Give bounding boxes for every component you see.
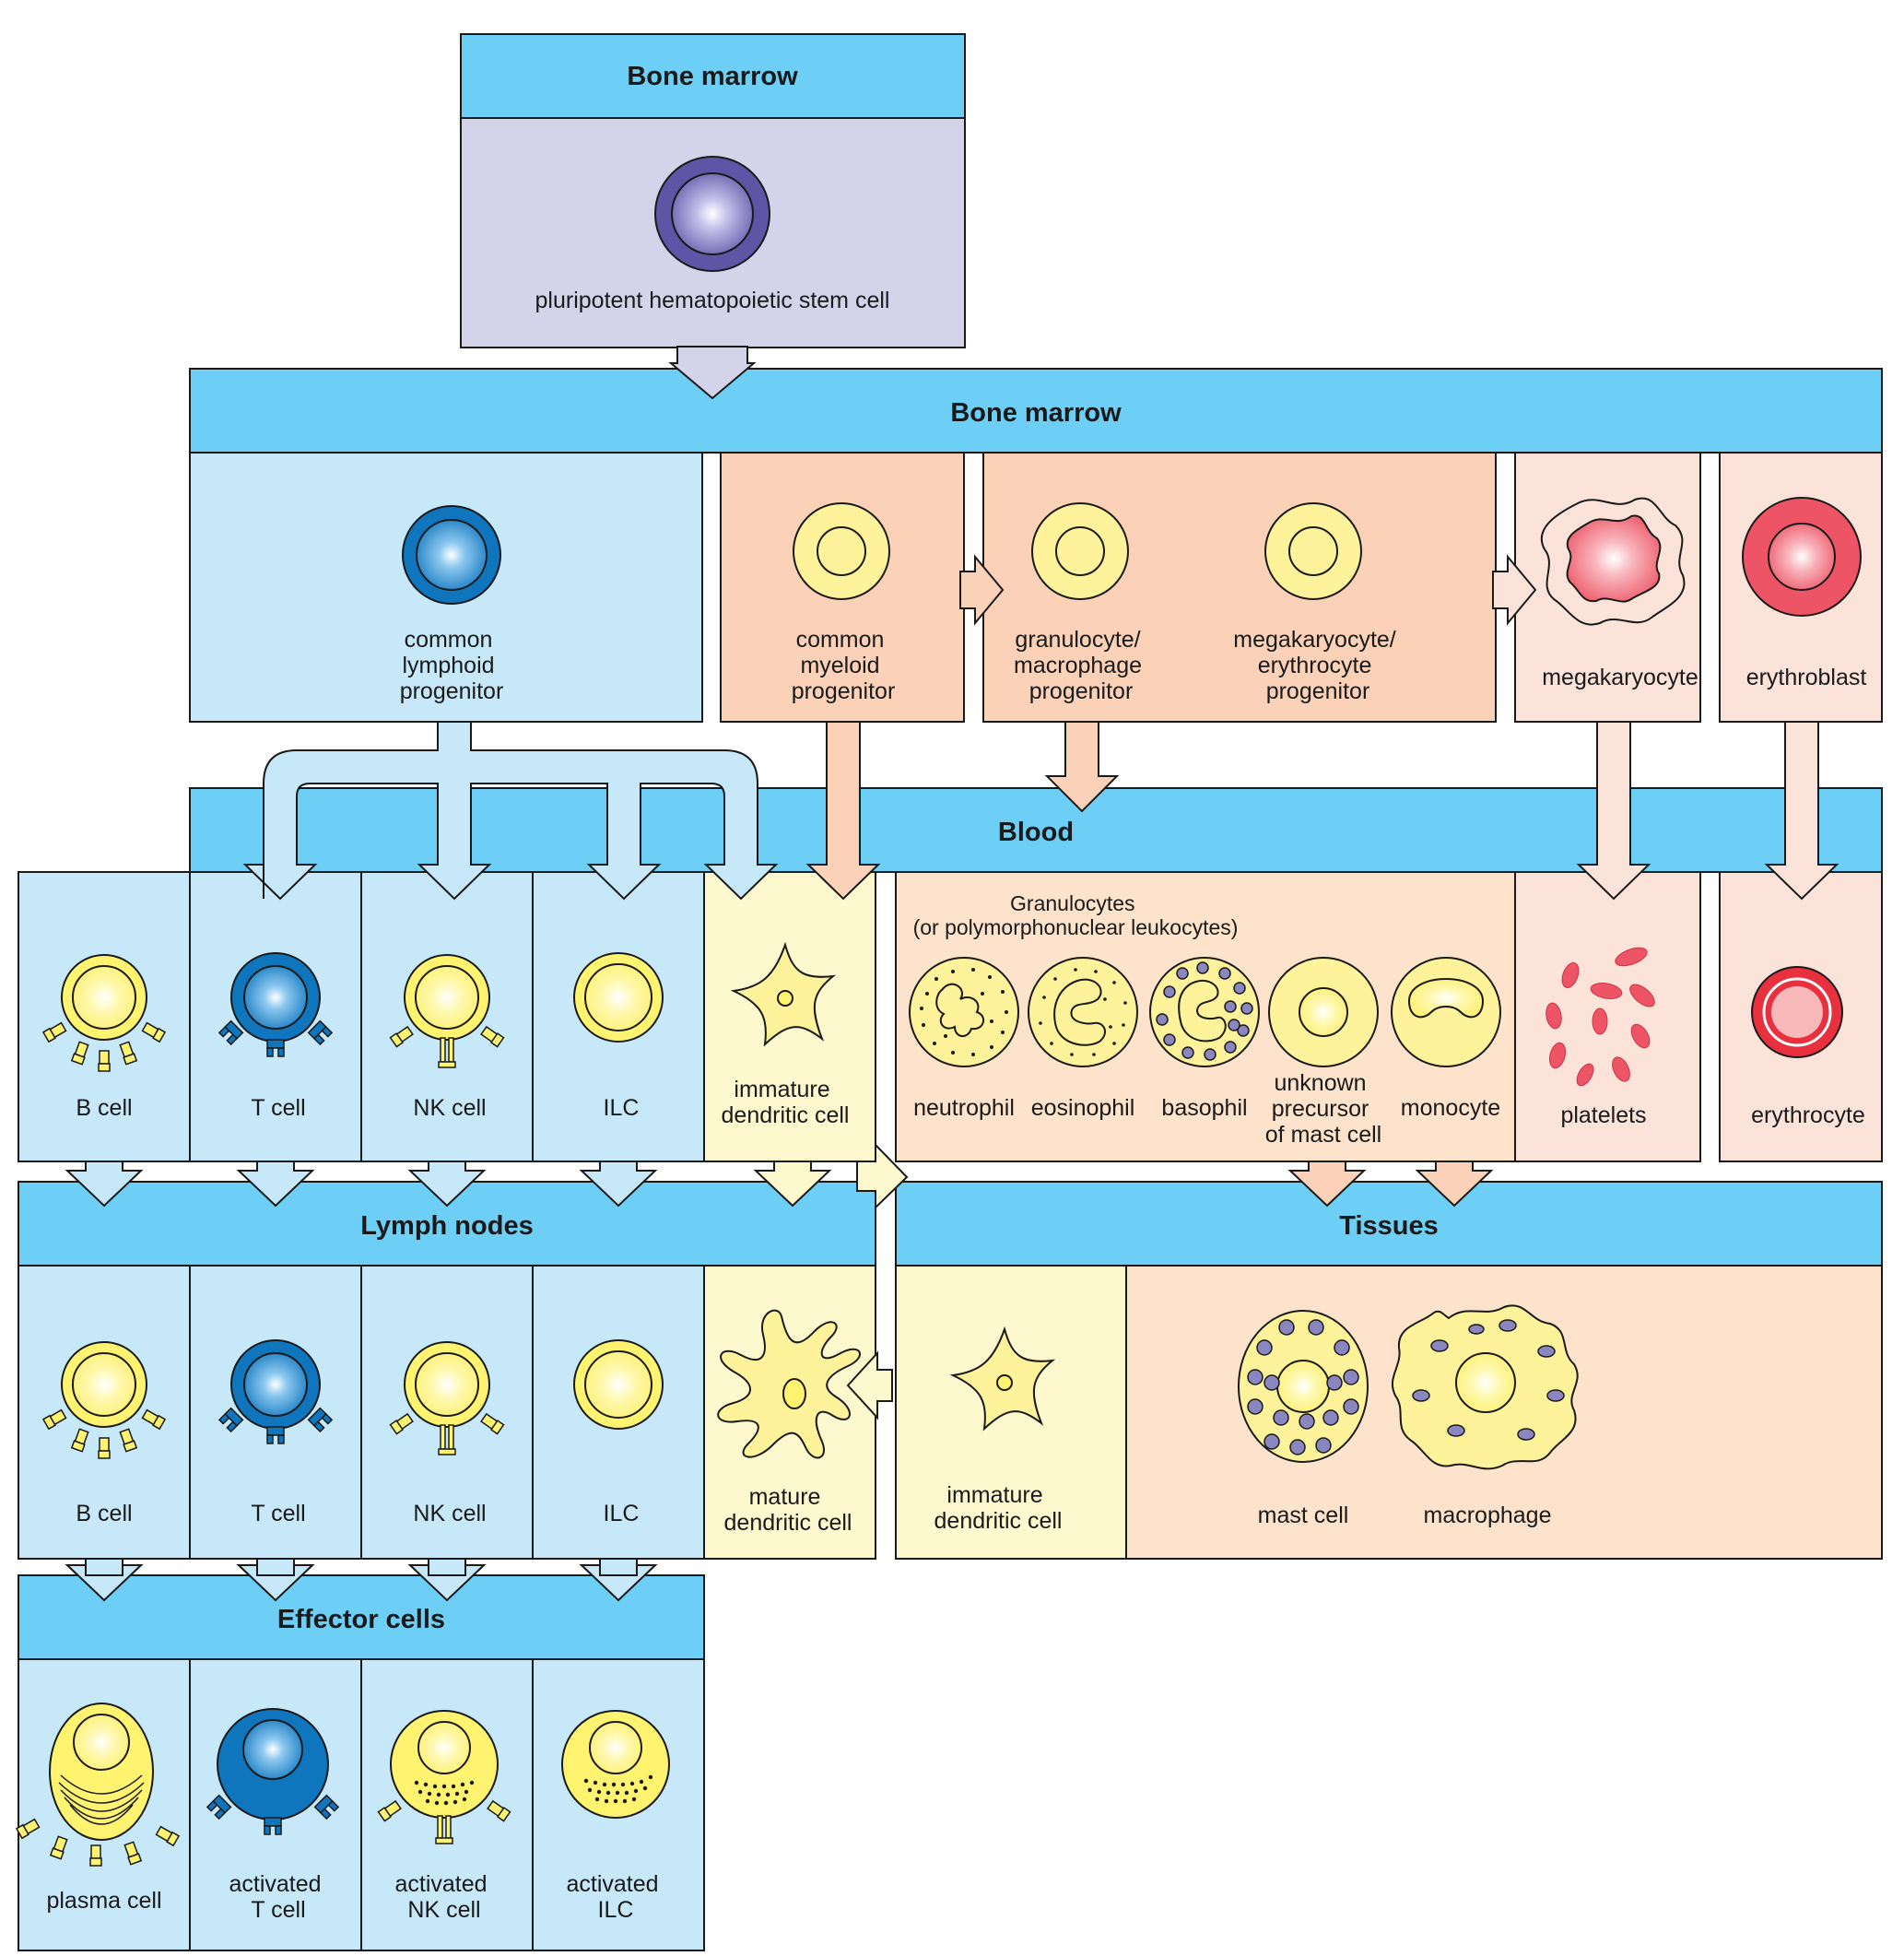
arrow-mast-precursor-to-tissue xyxy=(1287,1161,1367,1208)
effector-cells-title: Effector cells xyxy=(277,1605,445,1634)
mature-dc-icon xyxy=(717,1309,861,1459)
lymph-ilc-icon xyxy=(573,1339,664,1430)
activated-t-cell-icon xyxy=(206,1708,339,1835)
lymph-b-cell-label: B cell xyxy=(76,1501,132,1526)
bone-marrow-main-title: Bone marrow xyxy=(950,398,1122,428)
lymphoid-progenitor-icon xyxy=(402,505,501,605)
arrows-blood-to-lymph xyxy=(65,1161,658,1208)
plasma-cell-label: plasma cell xyxy=(46,1888,161,1914)
tissue-immature-dc-label: immature dendritic cell xyxy=(934,1482,1063,1534)
arrow-erythroblast-to-erythrocyte xyxy=(1764,721,1839,901)
megakaryocyte-icon xyxy=(1540,497,1686,626)
macrophage-icon xyxy=(1391,1304,1579,1470)
activated-t-cell-label: activated T cell xyxy=(229,1871,327,1923)
activated-nk-cell-label: activated NK cell xyxy=(394,1871,493,1923)
arrow-myeloid-to-dendritic xyxy=(805,721,881,901)
blood-nk-cell-label: NK cell xyxy=(413,1095,486,1121)
tissues-header xyxy=(895,1181,1883,1267)
monocyte-icon xyxy=(1391,957,1501,1067)
mast-cell-icon xyxy=(1238,1310,1369,1463)
arrow-dc-blood-to-lymph xyxy=(753,1161,832,1208)
effector-cells-header xyxy=(18,1574,705,1660)
activated-nk-cell-icon xyxy=(377,1710,511,1844)
activated-ilc-icon xyxy=(561,1710,670,1819)
mast-cell-label: mast cell xyxy=(1258,1502,1349,1528)
blood-ilc-icon xyxy=(573,952,664,1043)
lymph-t-cell-label: T cell xyxy=(251,1501,305,1526)
lymph-ilc-label: ILC xyxy=(604,1501,640,1526)
arrow-tissue-dc-to-lymph xyxy=(846,1350,893,1420)
lymphoid-progenitor-label: common lymphoid progenitor xyxy=(400,627,504,704)
arrow-gm-to-blood xyxy=(1044,721,1120,813)
neutrophil-icon xyxy=(909,957,1019,1067)
blood-ilc-label: ILC xyxy=(604,1095,640,1121)
arrow-stem-to-marrow xyxy=(668,346,757,400)
gm-progenitor-icon xyxy=(1031,502,1129,600)
mast-precursor-icon xyxy=(1268,957,1379,1067)
basophil-label: basophil xyxy=(1161,1095,1247,1121)
platelets-icon xyxy=(1546,947,1655,1087)
basophil-icon xyxy=(1149,957,1260,1067)
platelets-label: platelets xyxy=(1560,1102,1646,1128)
arrow-monocyte-to-tissue xyxy=(1415,1161,1494,1208)
effector-arrow-tips xyxy=(65,1564,658,1602)
arrow-me-to-megakaryocyte xyxy=(1492,554,1537,626)
gm-progenitor-label: granulocyte/ macrophage progenitor xyxy=(1014,627,1148,704)
neutrophil-label: neutrophil xyxy=(913,1095,1015,1121)
blood-b-cell-label: B cell xyxy=(76,1095,132,1121)
bone-marrow-top-title: Bone marrow xyxy=(627,62,798,91)
activated-ilc-label: activated ILC xyxy=(566,1871,664,1923)
plasma-cell-icon xyxy=(16,1703,180,1867)
myeloid-progenitor-label: common myeloid progenitor xyxy=(792,627,896,704)
arrow-dc-blood-to-tissue xyxy=(856,1142,909,1210)
bone-marrow-top-header xyxy=(460,33,966,119)
tissues-title: Tissues xyxy=(1339,1211,1438,1241)
arrow-lymphoid-to-blood xyxy=(242,721,779,901)
arrow-myeloid-to-gm xyxy=(959,554,1005,626)
arrow-megakaryocyte-to-platelets xyxy=(1576,721,1651,901)
me-progenitor-label: megakaryocyte/ erythrocyte progenitor xyxy=(1233,627,1402,704)
macrophage-label: macrophage xyxy=(1424,1502,1552,1528)
monocyte-label: monocyte xyxy=(1401,1095,1500,1121)
eosinophil-icon xyxy=(1028,957,1138,1067)
lymph-nk-cell-label: NK cell xyxy=(413,1501,486,1526)
myeloid-progenitor-icon xyxy=(793,502,890,600)
granulocytes-title: Granulocytes (or polymorphonuclear leuko… xyxy=(913,891,1239,939)
blood-title: Blood xyxy=(998,818,1074,847)
bone-marrow-main-header xyxy=(189,368,1883,454)
erythroblast-icon xyxy=(1742,497,1862,617)
eosinophil-label: eosinophil xyxy=(1031,1095,1135,1121)
me-progenitor-icon xyxy=(1264,502,1362,600)
erythroblast-label: erythroblast xyxy=(1746,665,1867,690)
blood-t-cell-label: T cell xyxy=(251,1095,305,1121)
megakaryocyte-label: megakaryocyte xyxy=(1542,665,1698,690)
stem-cell-label: pluripotent hematopoietic stem cell xyxy=(535,288,890,313)
blood-immature-dc-label: immature dendritic cell xyxy=(722,1077,850,1128)
blood-platelet-panel xyxy=(1514,871,1701,1162)
erythrocyte-label: erythrocyte xyxy=(1751,1102,1865,1128)
erythrocyte-icon xyxy=(1751,966,1843,1058)
lymph-nodes-title: Lymph nodes xyxy=(360,1211,533,1241)
mast-precursor-label: unknown precursor of mast cell xyxy=(1265,1070,1381,1148)
stem-cell-icon xyxy=(654,156,770,272)
mature-dc-label: mature dendritic cell xyxy=(724,1484,852,1536)
